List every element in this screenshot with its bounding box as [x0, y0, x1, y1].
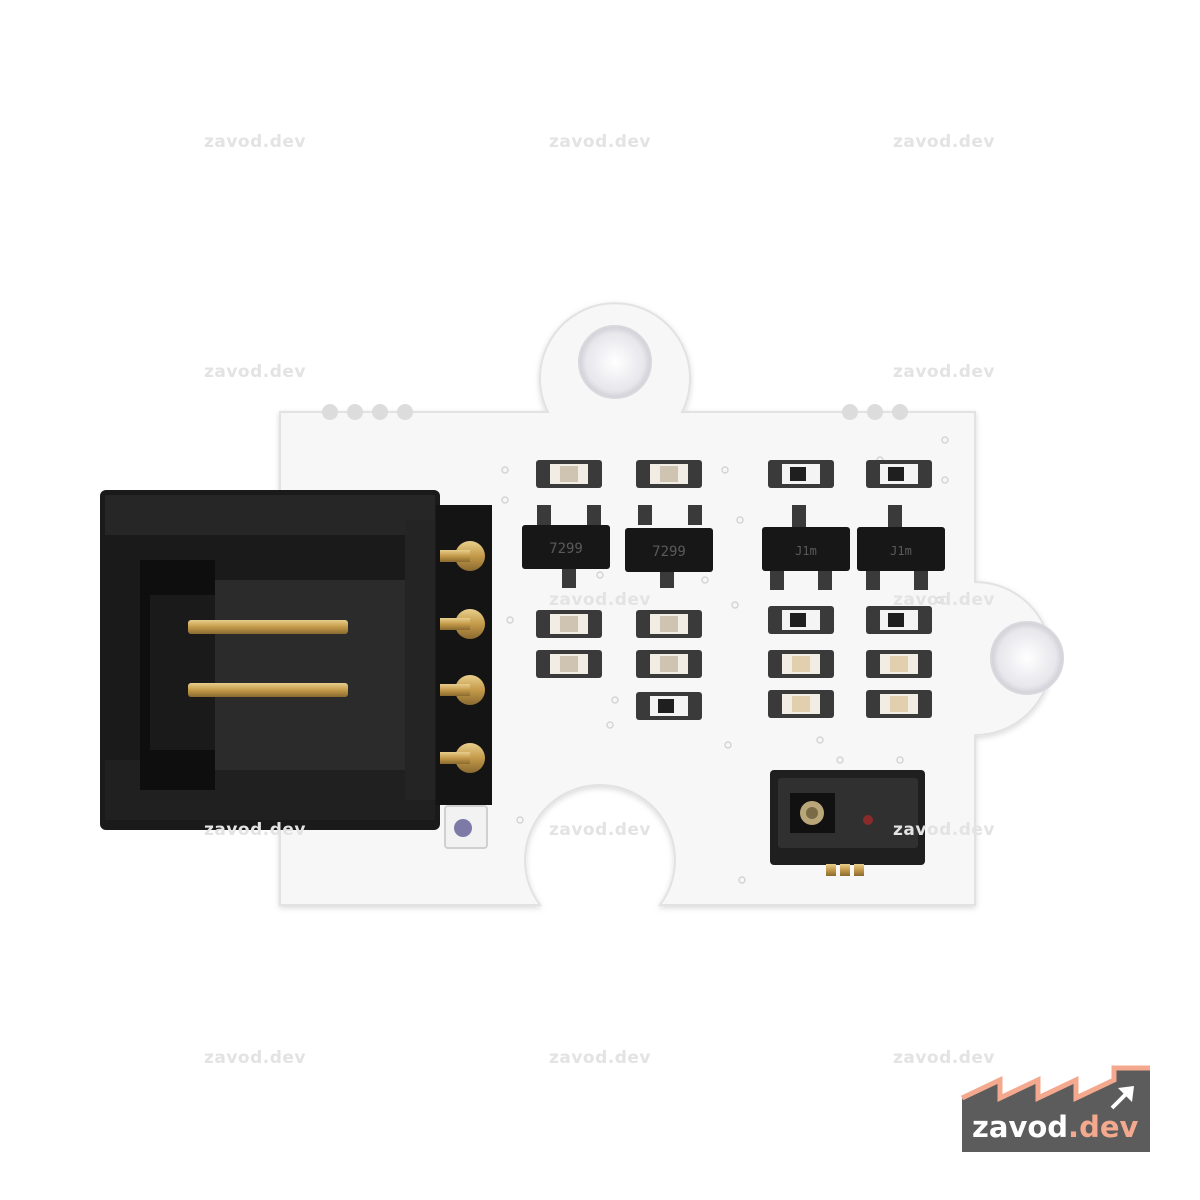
smd-resistor	[536, 460, 602, 488]
watermark: zavod.dev	[892, 362, 996, 382]
smd-resistor	[768, 690, 834, 718]
watermark: zavod.dev	[892, 820, 996, 840]
watermark: zavod.dev	[548, 1048, 652, 1068]
transistor-sot23	[762, 505, 850, 590]
watermark: zavod.dev	[548, 132, 652, 152]
watermark: zavod.dev	[203, 362, 307, 382]
jst-connector	[100, 490, 492, 830]
chip-marking: J1m	[795, 544, 817, 558]
watermark: zavod.dev	[892, 132, 996, 152]
arrow-up-right-icon	[1110, 1086, 1134, 1110]
chip-marking: J1m	[890, 544, 912, 558]
chip-marking: 7299	[549, 541, 583, 557]
watermark: zavod.dev	[548, 820, 652, 840]
smd-resistor-marked	[866, 460, 932, 488]
smd-resistor	[536, 650, 602, 678]
transistor-sot23	[857, 505, 945, 590]
chip-marking: 7299	[652, 544, 686, 560]
smd-resistor-marked	[866, 606, 932, 634]
smd-resistor	[536, 610, 602, 638]
transistors: 7299 7299 J1m J1m	[522, 505, 945, 590]
watermark: zavod.dev	[203, 820, 307, 840]
transistor-sot23	[625, 505, 713, 588]
pcb-vias	[501, 436, 949, 884]
mounting-hole-right	[990, 621, 1064, 695]
zavod-logo: zavod.dev	[972, 1110, 1138, 1144]
smd-resistor	[636, 650, 702, 678]
smd-resistor	[768, 650, 834, 678]
smd-resistor-marked	[768, 460, 834, 488]
logo-accent: .dev	[1068, 1110, 1139, 1144]
smd-resistor	[866, 650, 932, 678]
transistor-sot23	[522, 505, 610, 588]
logo-name: zavod	[972, 1110, 1069, 1144]
pcb-edge-dots	[322, 404, 908, 420]
smd-components	[536, 460, 932, 720]
connector-pin	[188, 683, 348, 697]
mounting-hole-top	[578, 325, 652, 399]
smd-resistor	[636, 460, 702, 488]
smd-resistor-marked	[636, 692, 702, 720]
watermark: zavod.dev	[548, 590, 652, 610]
optical-sensor	[770, 770, 925, 876]
smd-resistor	[866, 690, 932, 718]
watermark: zavod.dev	[892, 1048, 996, 1068]
watermark: zavod.dev	[203, 1048, 307, 1068]
watermark: zavod.dev	[892, 590, 996, 610]
smd-resistor-marked	[768, 606, 834, 634]
connector-pin	[188, 620, 348, 634]
zavod-logo-bg	[960, 1065, 1150, 1152]
smd-resistor	[636, 610, 702, 638]
watermark: zavod.dev	[203, 132, 307, 152]
